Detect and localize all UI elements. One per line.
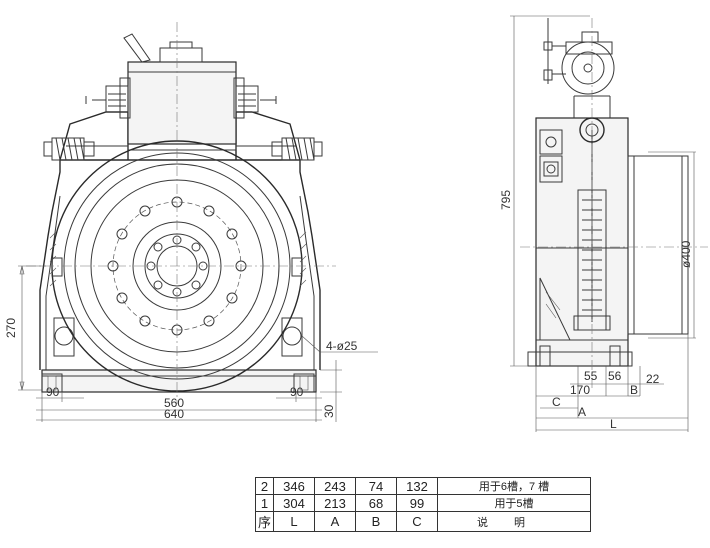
dim-holes: 4-ø25 xyxy=(326,339,358,353)
header-C: C xyxy=(396,511,438,532)
cell-no: 2 xyxy=(255,477,274,495)
label-A: A xyxy=(578,405,586,419)
label-B: B xyxy=(630,383,638,397)
side-view: ø400 795 55 xyxy=(499,15,708,432)
header-no: 序 xyxy=(255,511,274,532)
cell-note: 用于6槽，7 槽 xyxy=(437,477,591,495)
dim-90-right: 90 xyxy=(290,385,304,399)
cell-L: 304 xyxy=(273,494,315,512)
dim-30: 30 xyxy=(322,404,336,418)
header-A: A xyxy=(314,511,356,532)
header-note: 说明 xyxy=(437,511,591,532)
spring-left xyxy=(43,137,95,161)
dim-270: 270 xyxy=(4,318,18,338)
cell-C: 99 xyxy=(396,494,438,512)
spring-right xyxy=(271,137,323,161)
dim-560: 560 xyxy=(164,396,184,410)
cell-note: 用于5槽 xyxy=(437,494,591,512)
table-header-row: 序 L A B C 说明 xyxy=(255,511,591,532)
cell-B: 68 xyxy=(355,494,397,512)
cell-L: 346 xyxy=(273,477,315,495)
cell-A: 243 xyxy=(314,477,356,495)
dim-90-left: 90 xyxy=(46,385,60,399)
cell-C: 132 xyxy=(396,477,438,495)
table-row: 2 346 243 74 132 用于6槽，7 槽 xyxy=(255,477,591,495)
cell-no: 1 xyxy=(255,494,274,512)
table-row: 1 304 213 68 99 用于5槽 xyxy=(255,494,591,512)
header-B: B xyxy=(355,511,397,532)
dim-56: 56 xyxy=(608,369,622,383)
spec-table: 2 346 243 74 132 用于6槽，7 槽 1 304 213 68 9… xyxy=(255,477,591,532)
cell-B: 74 xyxy=(355,477,397,495)
dim-170: 170 xyxy=(570,383,590,397)
front-view: 270 4-ø25 90 560 640 90 30 xyxy=(4,22,378,422)
dim-795: 795 xyxy=(499,190,513,210)
dim-400: ø400 xyxy=(679,240,693,268)
label-C: C xyxy=(552,395,561,409)
dim-640: 640 xyxy=(164,407,184,421)
header-L: L xyxy=(273,511,315,532)
cell-A: 213 xyxy=(314,494,356,512)
dim-55: 55 xyxy=(584,369,598,383)
label-L: L xyxy=(610,417,617,431)
dim-22: 22 xyxy=(646,372,660,386)
